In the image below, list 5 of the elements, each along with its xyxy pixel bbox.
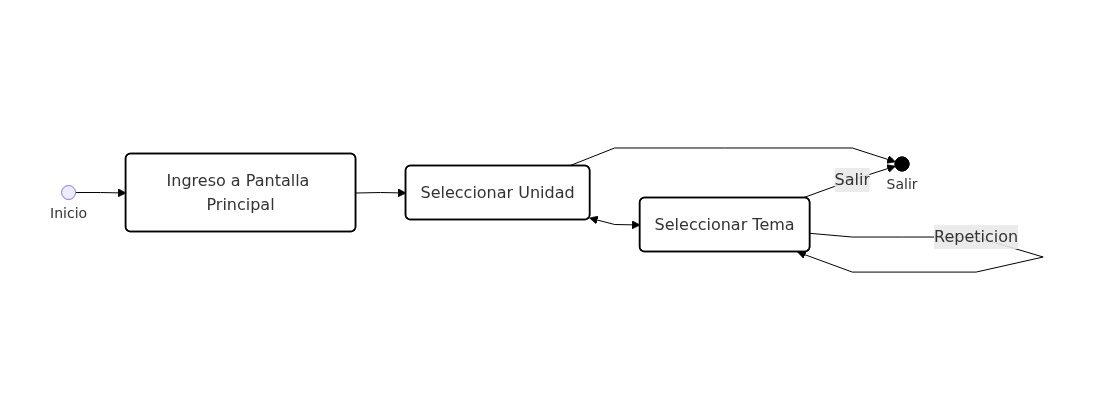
edge-label: Repeticion [933,226,1018,246]
node-circle [60,184,76,200]
edge-label: Salir [834,169,870,189]
node-caption: Salir [886,175,918,192]
node-caption: Inicio [49,204,87,221]
